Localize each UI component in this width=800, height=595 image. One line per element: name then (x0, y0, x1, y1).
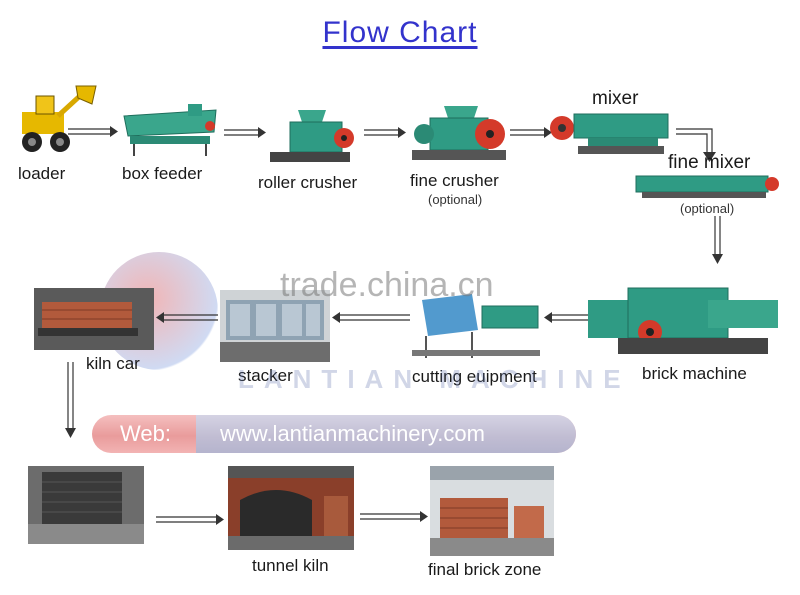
step-label-loader: loader (18, 164, 66, 183)
tunnel-kiln-image (228, 466, 354, 550)
flow-arrow (68, 126, 118, 137)
box-feeder-image (123, 104, 217, 156)
fine-crusher-optional-note: (optional) (428, 192, 483, 207)
flow-arrow-left (544, 312, 588, 323)
flow-arrow (224, 127, 266, 138)
flow-arrow-down (712, 216, 723, 264)
step-label-roller-crusher: roller crusher (258, 173, 358, 192)
step-label-cutting-equipment: cutting euipment (412, 367, 537, 386)
flow-arrow (360, 511, 428, 522)
brand-watermark: LANTIAN MACHINE (238, 364, 631, 394)
brick-machine-image (588, 287, 778, 354)
kiln-car-image (34, 288, 154, 350)
flow-arrow-elbow (676, 128, 716, 162)
stacker-image (220, 290, 330, 362)
fine-crusher-image (412, 106, 506, 160)
step-label-box-feeder: box feeder (122, 164, 203, 183)
cutting-equipment-image (412, 294, 540, 358)
roller-crusher-image (270, 110, 354, 162)
fine-mixer-image (635, 175, 779, 198)
web-url[interactable]: www.lantianmachinery.com (220, 421, 485, 446)
fine-mixer-optional-note: (optional) (680, 201, 735, 216)
step-label-stacker: stacker (238, 366, 293, 385)
flow-arrow (364, 127, 406, 138)
mixer-image (550, 113, 669, 154)
flow-arrow-left (332, 312, 410, 323)
step-label-fine-crusher: fine crusher (410, 171, 499, 190)
web-label: Web: (120, 421, 171, 446)
flow-arrow-left (156, 312, 218, 323)
final-brick-zone-image (430, 466, 554, 556)
step-label-tunnel-kiln: tunnel kiln (252, 556, 329, 575)
drying-stack-image (28, 466, 144, 544)
step-label-fine-mixer: fine mixer (668, 152, 751, 173)
flow-arrow-down (65, 362, 76, 438)
web-banner-url-area (196, 415, 576, 453)
flow-arrow (156, 514, 224, 525)
loader-image (22, 85, 97, 152)
step-label-kiln-car: kiln car (86, 354, 140, 373)
step-label-mixer: mixer (592, 88, 639, 109)
page-title: Flow Chart (322, 16, 478, 49)
flow-arrow (510, 127, 552, 138)
step-label-brick-machine: brick machine (642, 364, 747, 383)
site-watermark: trade.china.cn (280, 266, 494, 304)
step-label-final-brick-zone: final brick zone (428, 560, 542, 579)
